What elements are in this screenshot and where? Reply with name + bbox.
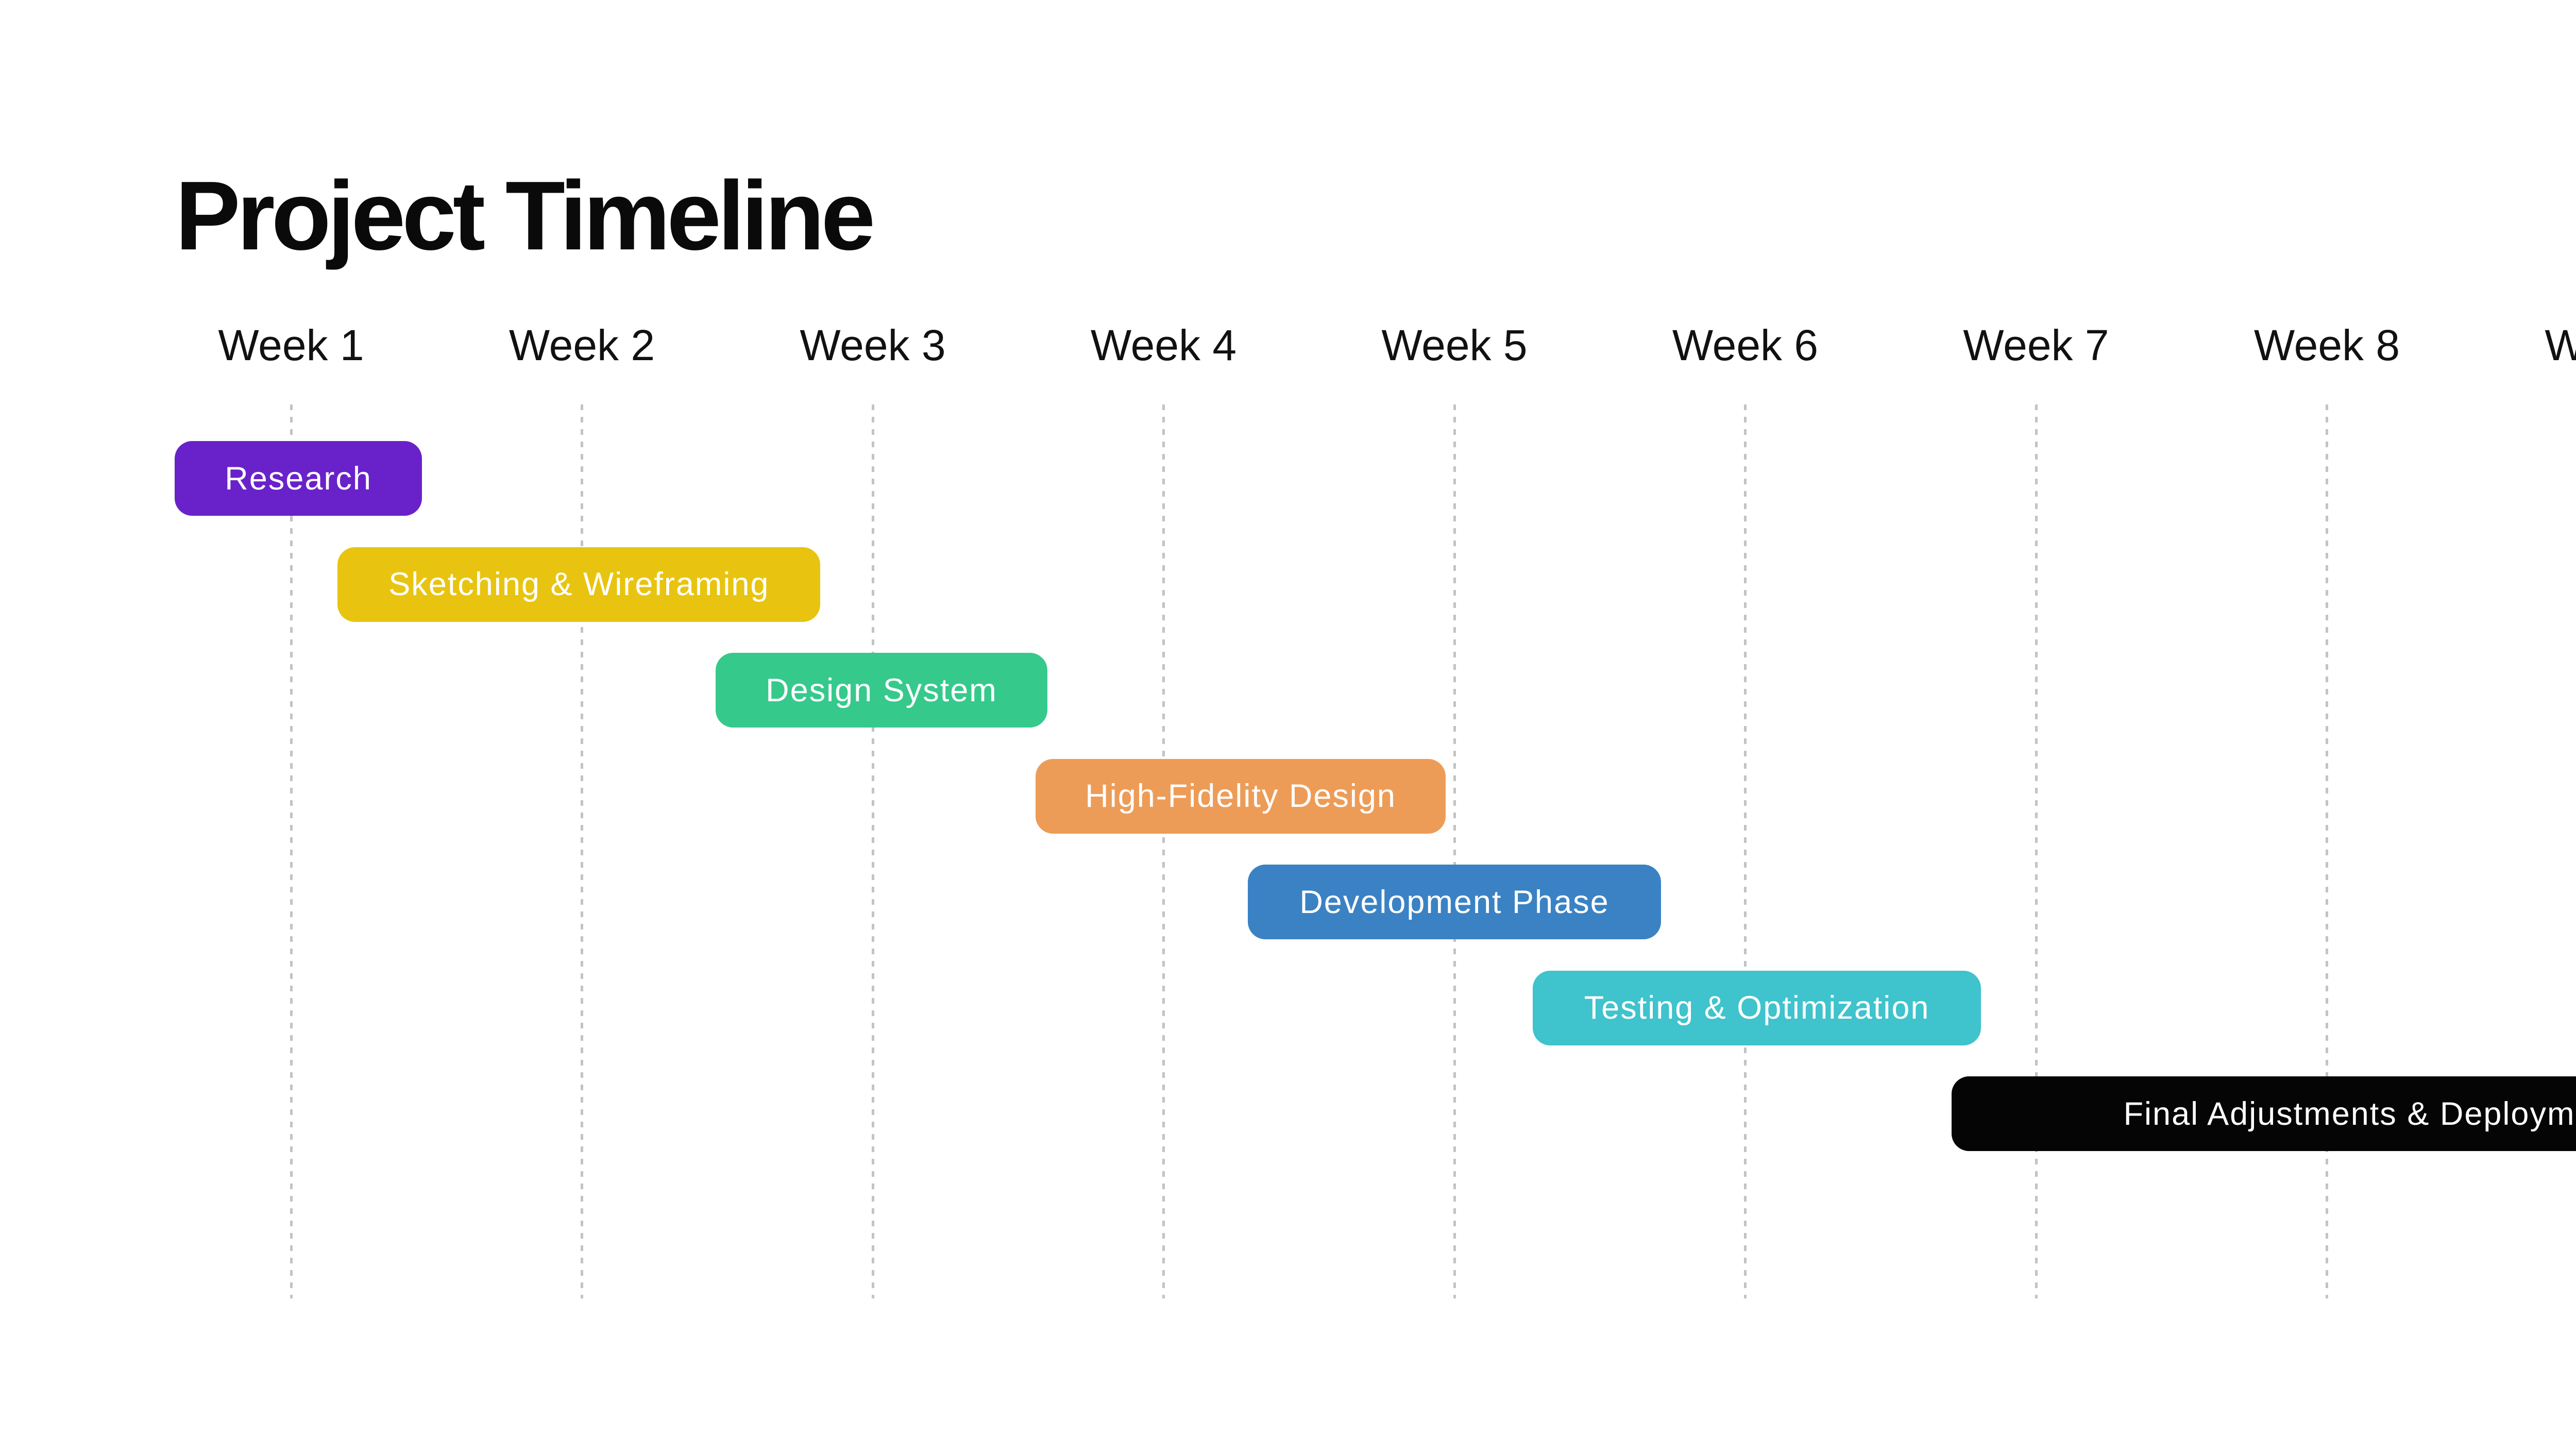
week-gridline (290, 404, 293, 1298)
task-bar: Development Phase (1248, 865, 1661, 939)
task-bar-label: Testing & Optimization (1584, 990, 1930, 1026)
week-tick-label: Week 8 (2253, 321, 2400, 369)
week-gridline (2326, 404, 2328, 1298)
week-tick-label: Week 2 (509, 321, 655, 369)
week-gridline (581, 404, 583, 1298)
week-gridline (2035, 404, 2038, 1298)
task-bar-label: Development Phase (1299, 884, 1609, 920)
week-tick-label: Week 7 (1963, 321, 2109, 369)
task-bar-label: Final Adjustments & Deployment (2123, 1095, 2576, 1132)
task-bar: Research (175, 441, 422, 516)
week-gridline (1162, 404, 1165, 1298)
week-tick-label: Week 1 (218, 321, 364, 369)
task-bar-label: Research (225, 460, 372, 497)
week-tick-label: Week 6 (1672, 321, 1819, 369)
page-title: Project Timeline (175, 161, 875, 271)
week-gridline (871, 404, 874, 1298)
week-tick-label: Week 5 (1381, 321, 1528, 369)
task-bar: Design System (716, 653, 1047, 728)
task-bar-label: Sketching & Wireframing (388, 566, 770, 602)
task-bar: High-Fidelity Design (1036, 758, 1446, 834)
task-bar-label: High-Fidelity Design (1085, 778, 1396, 814)
task-bar-label: Design System (766, 672, 997, 708)
task-bar: Final Adjustments & Deployment (1952, 1076, 2576, 1151)
week-gridline (1453, 404, 1456, 1298)
task-bar: Testing & Optimization (1533, 970, 1981, 1045)
task-bar: Sketching & Wireframing (337, 547, 821, 622)
week-tick-label: Week 9 (2545, 321, 2576, 369)
week-gridline (1744, 404, 1747, 1298)
week-tick-label: Week 4 (1090, 321, 1237, 369)
week-tick-label: Week 3 (800, 321, 946, 369)
